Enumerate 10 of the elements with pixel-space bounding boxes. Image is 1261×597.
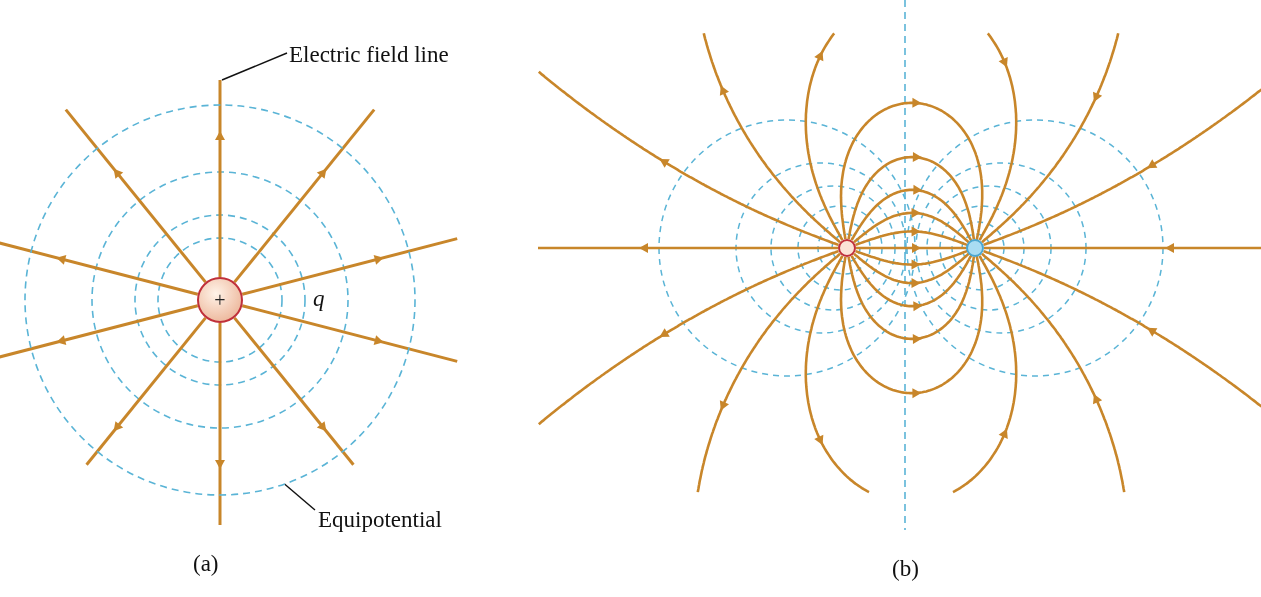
charge-circle: + xyxy=(197,277,243,323)
panel-label: (b) xyxy=(892,557,919,580)
field-line xyxy=(215,80,225,277)
callout-label: Equipotential xyxy=(318,508,442,531)
leader-line xyxy=(221,52,288,81)
panel-label: (a) xyxy=(193,552,219,575)
charge-symbol: q xyxy=(313,287,325,310)
callout-label: Electric field line xyxy=(289,43,449,66)
equipotential-circle xyxy=(24,104,416,496)
leader-line xyxy=(283,483,316,511)
